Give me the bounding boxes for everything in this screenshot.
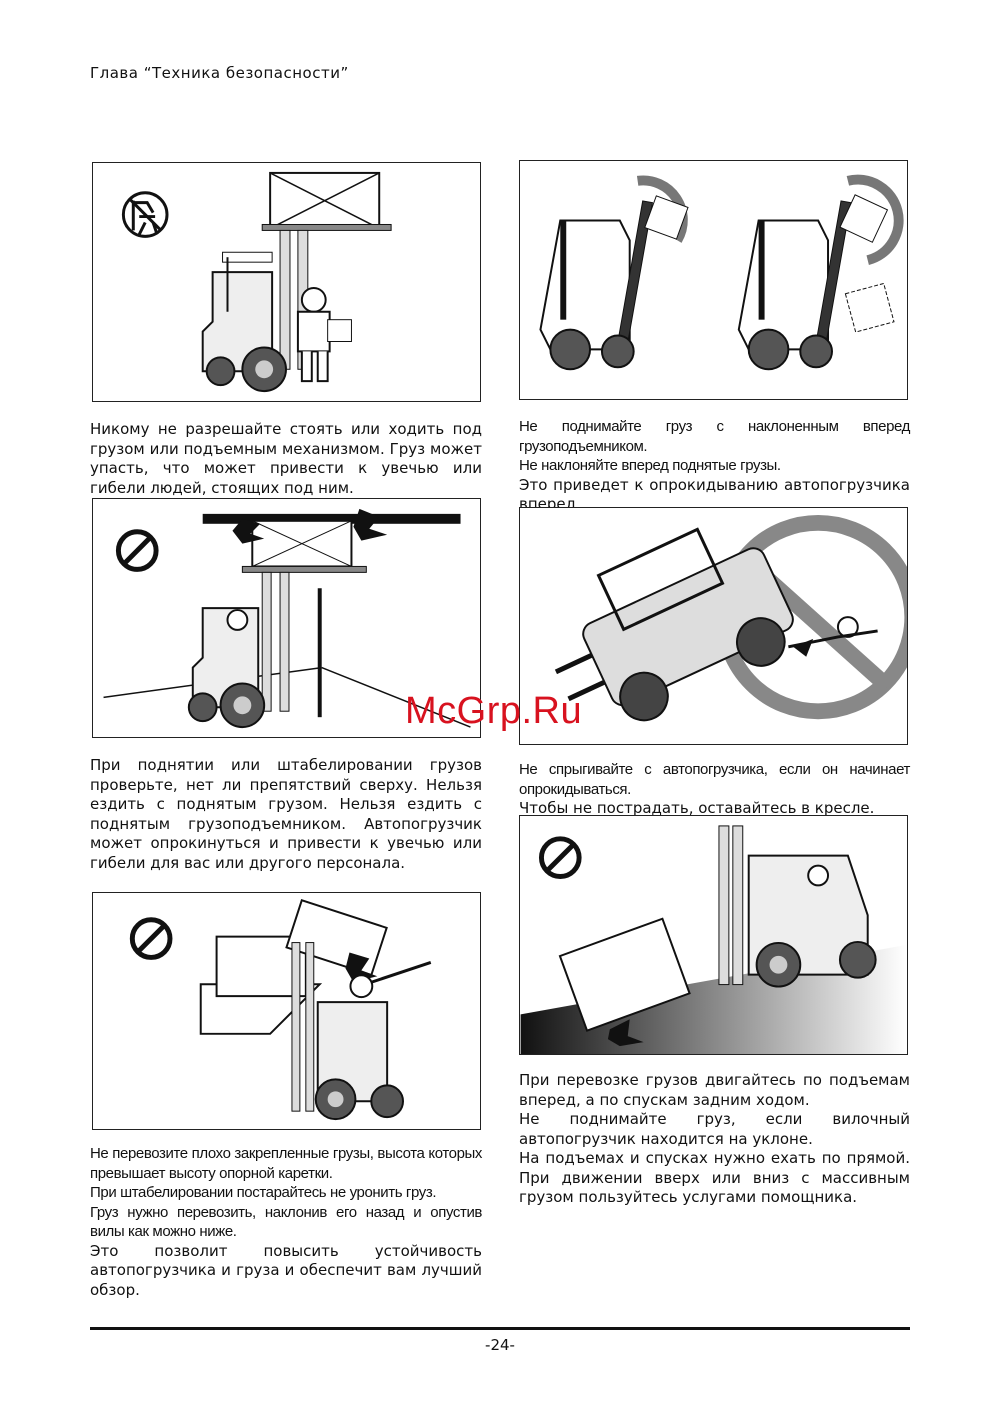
text-block-left-2: При поднятии или штабелировании грузов п… <box>90 756 482 873</box>
paragraph: При штабелировании постарайтесь не урони… <box>90 1184 437 1201</box>
prohibition-sign-icon <box>115 529 159 572</box>
text-block-left-1: Никому не разрешайте стоять или ходить п… <box>90 420 482 498</box>
footer-divider <box>90 1327 910 1330</box>
forklift-illustration <box>554 514 907 722</box>
figure-overturning <box>519 507 908 745</box>
figure-overhead-obstacle <box>92 498 481 738</box>
forklift-illustration <box>539 174 904 371</box>
watermark: McGrp.Ru <box>405 690 583 732</box>
text-block-right-3: При перевозке грузов двигайтесь по подъе… <box>519 1071 910 1208</box>
paragraph: Груз нужно перевозить, наклонив его наза… <box>90 1203 482 1241</box>
no-standing-under-load-icon <box>121 191 169 238</box>
prohibition-sign-icon <box>129 917 173 960</box>
forklift-illustration <box>520 825 907 1054</box>
chapter-title: Глава “Техника безопасности” <box>90 64 349 82</box>
forklift-illustration <box>129 899 432 1121</box>
paragraph: При перевозке грузов двигайтесь по подъе… <box>519 1071 910 1109</box>
paragraph: Не поднимайте груз, если вилочный автопо… <box>519 1110 910 1148</box>
text-block-left-3: Не перевозите плохо закрепленные грузы, … <box>90 1144 482 1300</box>
page-number: -24- <box>485 1336 515 1354</box>
paragraph: На подъемах и спусках нужно ехать по пря… <box>519 1149 910 1206</box>
figure-person-under-load <box>92 162 481 402</box>
prohibition-sign-icon <box>538 836 582 879</box>
forklift-illustration <box>121 171 392 393</box>
paragraph: Не перевозите плохо закрепленные грузы, … <box>90 1145 482 1182</box>
figure-slope <box>519 815 908 1055</box>
figure-falling-load <box>92 892 481 1130</box>
paragraph: Не спрыгивайте с автопогрузчика, если он… <box>519 761 910 798</box>
paragraph: Никому не разрешайте стоять или ходить п… <box>90 420 482 497</box>
paragraph: При поднятии или штабелировании грузов п… <box>90 756 482 872</box>
text-block-right-2: Не спрыгивайте с автопогрузчика, если он… <box>519 760 910 819</box>
paragraph: Не наклоняйте вперед поднятые грузы. <box>519 457 781 474</box>
figure-forward-tilt <box>519 160 908 400</box>
paragraph: Это позволит повысить устойчивость автоп… <box>90 1241 482 1299</box>
paragraph: Не поднимайте груз с наклоненным вперед … <box>519 418 910 455</box>
paragraph: Чтобы не пострадать, оставайтесь в кресл… <box>519 799 875 817</box>
forklift-illustration <box>103 508 471 729</box>
text-block-right-1: Не поднимайте груз с наклоненным вперед … <box>519 417 910 515</box>
